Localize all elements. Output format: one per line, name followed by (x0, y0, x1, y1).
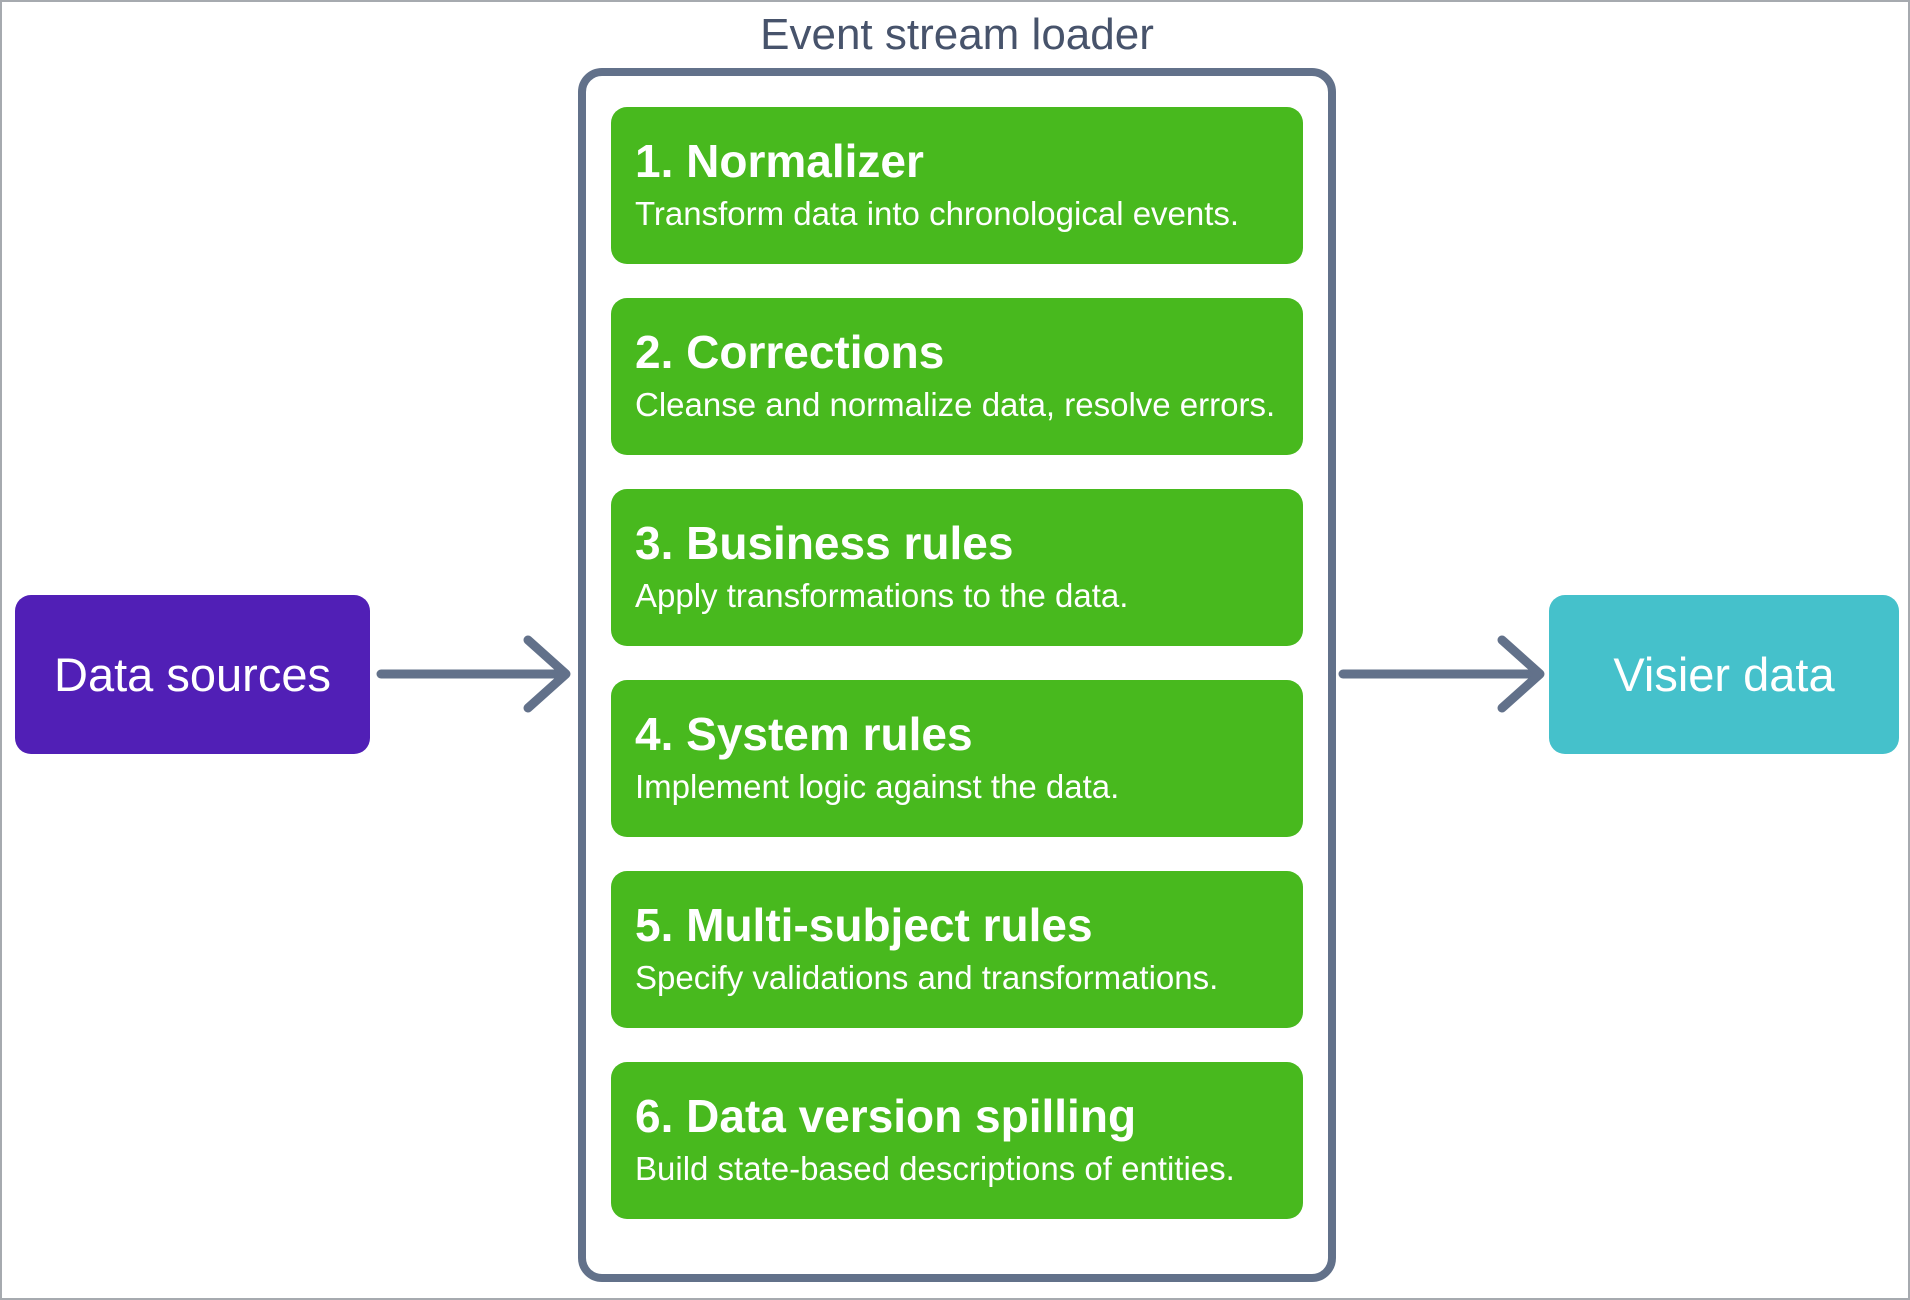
diagram-title: Event stream loader (760, 10, 1154, 59)
stage-title: 6. Data version spilling (635, 1090, 1137, 1143)
stage-description: Implement logic against the data. (635, 768, 1120, 805)
stage-title: 5. Multi-subject rules (635, 899, 1093, 952)
stage-description: Cleanse and normalize data, resolve erro… (635, 386, 1276, 423)
stage-description: Build state-based descriptions of entiti… (635, 1150, 1235, 1187)
stage-box-normalizer: 1. Normalizer Transform data into chrono… (611, 107, 1303, 264)
stage-box-system-rules: 4. System rules Implement logic against … (611, 680, 1303, 837)
stage-title: 4. System rules (635, 708, 973, 761)
data-sources-label: Data sources (54, 648, 331, 701)
event-stream-loader-container: 1. Normalizer Transform data into chrono… (578, 68, 1336, 1282)
stage-box-business-rules: 3. Business rules Apply transformations … (611, 489, 1303, 646)
stage-description: Specify validations and transformations. (635, 959, 1219, 996)
stage-description: Apply transformations to the data. (635, 577, 1129, 614)
arrow-right-icon (1338, 629, 1548, 719)
stage-title: 1. Normalizer (635, 135, 924, 188)
stage-box-multi-subject-rules: 5. Multi-subject rules Specify validatio… (611, 871, 1303, 1028)
stage-title: 3. Business rules (635, 517, 1014, 570)
data-sources-node: Data sources (15, 595, 370, 754)
stage-description: Transform data into chronological events… (635, 195, 1240, 232)
stage-box-corrections: 2. Corrections Cleanse and normalize dat… (611, 298, 1303, 455)
visier-data-node: Visier data (1549, 595, 1899, 754)
visier-data-label: Visier data (1613, 648, 1835, 701)
arrow-right-icon (376, 629, 576, 719)
stage-title: 2. Corrections (635, 326, 945, 379)
stage-box-data-version-spilling: 6. Data version spilling Build state-bas… (611, 1062, 1303, 1219)
